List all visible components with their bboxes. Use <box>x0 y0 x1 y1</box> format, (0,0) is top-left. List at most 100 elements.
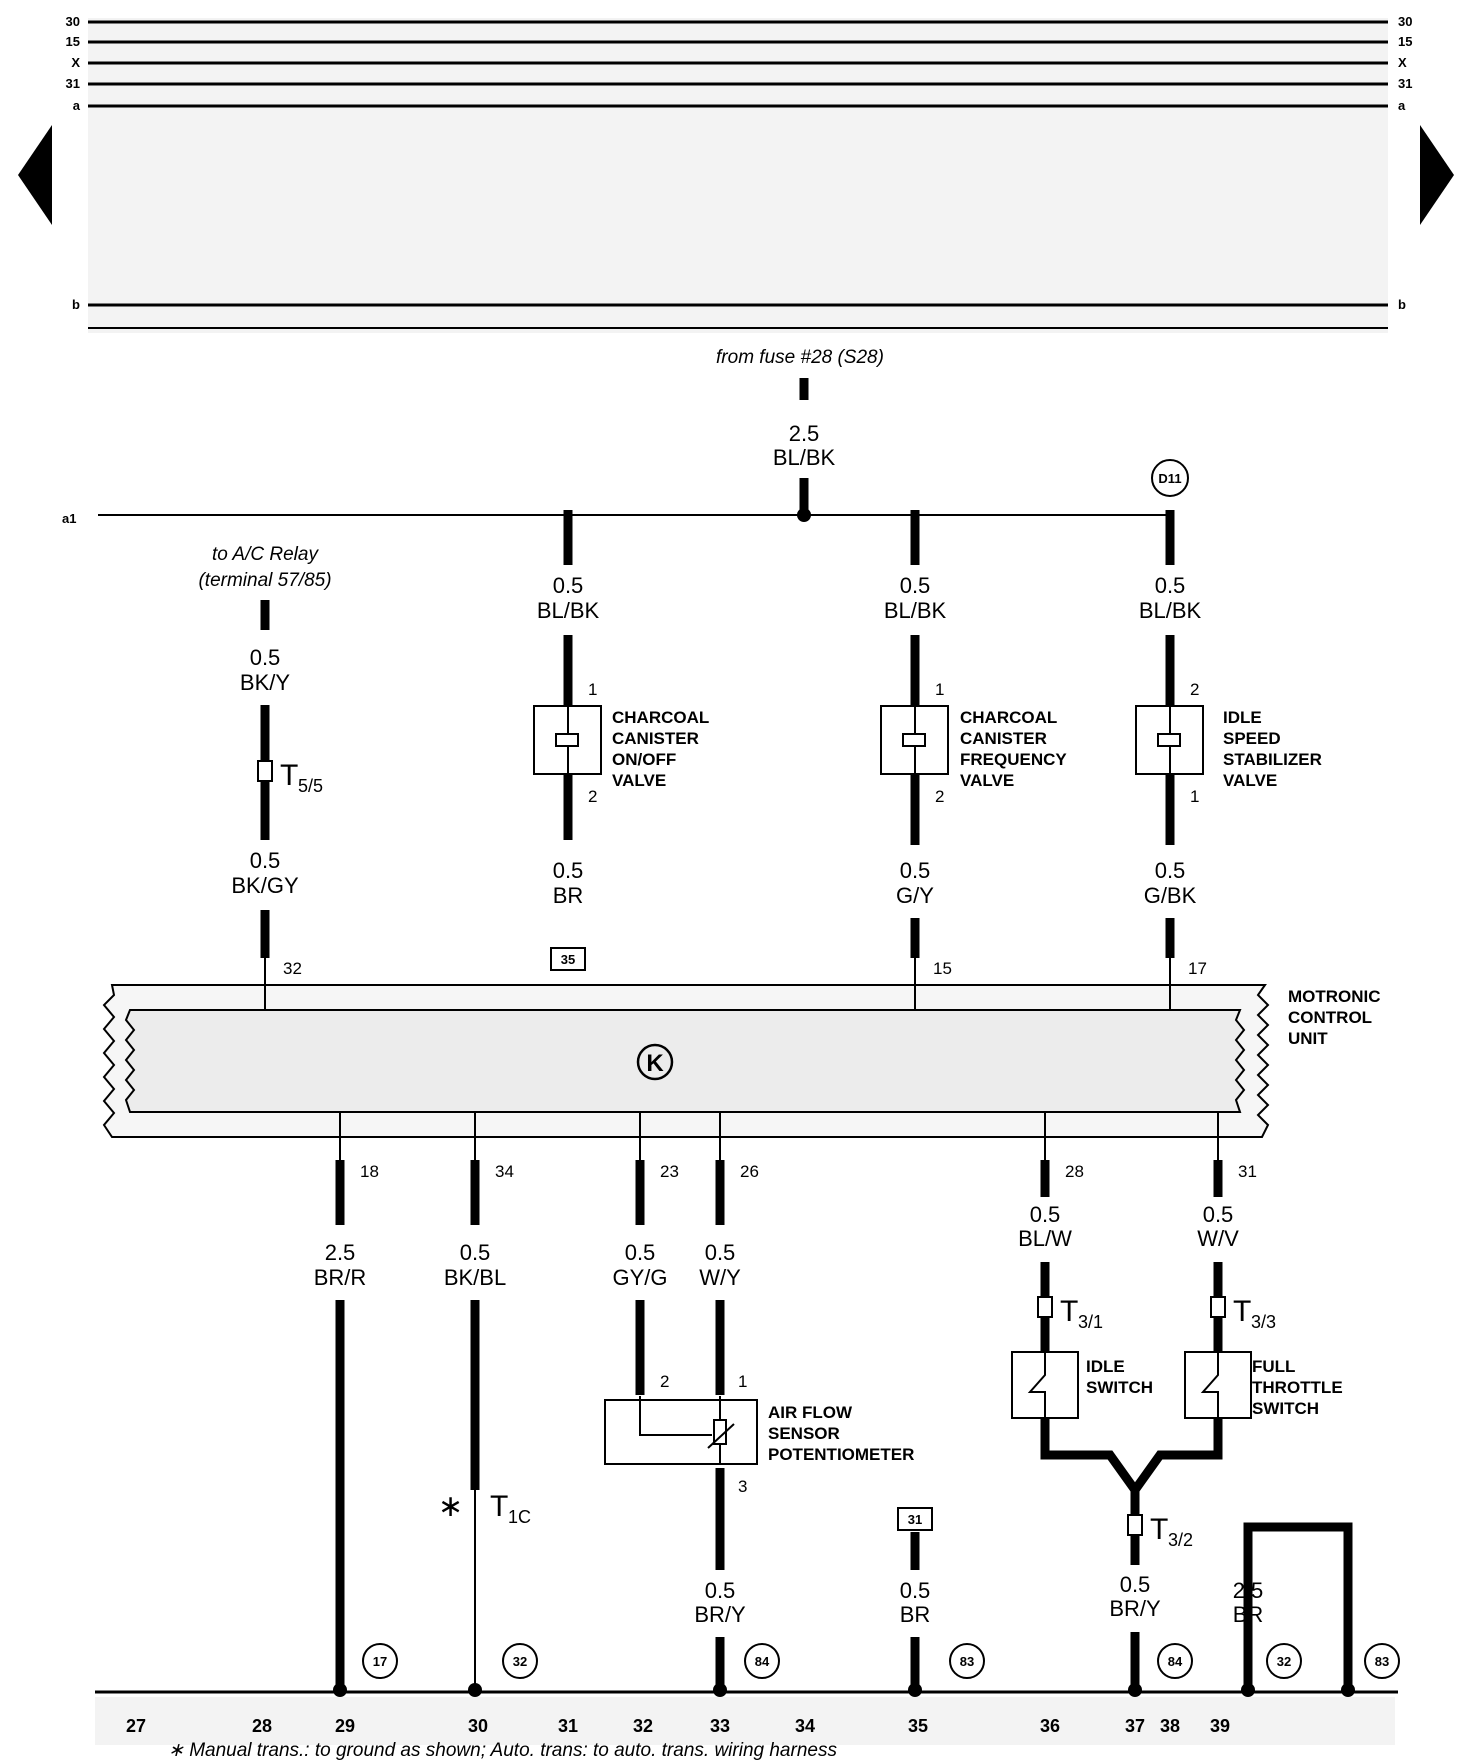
is-gauge-bottom: 0.5 <box>1155 858 1186 883</box>
t55-sub: 5/5 <box>298 776 323 796</box>
ref-circle-84b-label: 84 <box>1168 1654 1183 1669</box>
ref-box-31 <box>897 1507 933 1531</box>
ecu-k-circle <box>636 1043 674 1081</box>
afs-color: BR/Y <box>694 1602 746 1627</box>
cc1-pin-2: 2 <box>588 787 597 806</box>
w31-color: W/V <box>1197 1226 1239 1251</box>
afs-pin-2: 2 <box>660 1372 669 1391</box>
charcoal-onoff-valve-solenoid-icon <box>555 733 579 747</box>
ref-circle-84a-label: 84 <box>755 1654 770 1669</box>
a1-label: a1 <box>62 511 76 526</box>
g31-color: BR <box>900 1602 931 1627</box>
cc1-color-bottom: BR <box>553 883 584 908</box>
is-color-top: BL/BK <box>1139 598 1202 623</box>
w31-gauge: 0.5 <box>1203 1202 1234 1227</box>
afs-pin-3: 3 <box>738 1477 747 1496</box>
column-34: 34 <box>795 1716 815 1736</box>
column-36: 36 <box>1040 1716 1060 1736</box>
sw-gauge: 0.5 <box>1120 1572 1151 1597</box>
ac-wire-color-2: BK/GY <box>231 873 299 898</box>
cc2-pin-2: 2 <box>935 787 944 806</box>
column-37: 37 <box>1125 1716 1145 1736</box>
full-throttle-switch-contact-icon <box>1200 1352 1219 1418</box>
air-flow-name-2: SENSOR <box>768 1424 840 1443</box>
t32-label: T <box>1150 1513 1168 1546</box>
ecu-pin-26: 26 <box>740 1162 759 1181</box>
ecu-pin-15: 15 <box>933 959 952 978</box>
afs-wiper-lead <box>639 1396 712 1436</box>
page-next-arrow-icon[interactable] <box>1420 125 1454 225</box>
w23-color: GY/G <box>612 1265 667 1290</box>
bus-strip: 30 15 X 31 a b 30 15 X 31 a b <box>18 14 1454 333</box>
ecu-pin-18: 18 <box>360 1162 379 1181</box>
ground-bridge-wire <box>1243 1522 1353 1690</box>
ecu-pin-32: 32 <box>283 959 302 978</box>
charcoal-frequency-name-2: CANISTER <box>960 729 1047 748</box>
t55-label: T <box>280 759 298 792</box>
ecu-pin-34: 34 <box>495 1162 514 1181</box>
bus-label-right-x: X <box>1398 55 1407 70</box>
g31-junction-dot <box>908 1683 922 1697</box>
cc1-gauge-top: 0.5 <box>553 573 584 598</box>
ac-relay-note-1: to A/C Relay <box>212 544 319 565</box>
gr-color: BR <box>1233 1602 1264 1627</box>
charcoal-frequency-valve-solenoid-icon <box>902 733 926 747</box>
w26-color: W/Y <box>699 1265 741 1290</box>
column-35: 35 <box>908 1716 928 1736</box>
t33-label: T <box>1233 1295 1251 1328</box>
bus-label-right-b: b <box>1398 297 1406 312</box>
ref-circle-32b <box>1266 1643 1302 1679</box>
ac-wire-gauge-1: 0.5 <box>250 645 281 670</box>
a1-junction-dot <box>797 508 811 522</box>
from-fuse-note: from fuse #28 (S28) <box>716 347 884 368</box>
bus-label-left-30: 30 <box>66 14 80 29</box>
ref-circle-84b <box>1157 1643 1193 1679</box>
ref-box-35 <box>550 947 586 971</box>
full-throttle-name-3: SWITCH <box>1252 1399 1319 1418</box>
idle-speed-name-3: STABILIZER <box>1223 750 1322 769</box>
idle-switch-name-1: IDLE <box>1086 1357 1125 1376</box>
ecu-pin-23: 23 <box>660 1162 679 1181</box>
ecu-k-label: K <box>646 1050 664 1077</box>
motronic-control-unit: K MOTRONIC CONTROL UNIT <box>102 958 1381 1138</box>
charcoal-onoff-name-4: VALVE <box>612 771 666 790</box>
full-throttle-name-1: FULL <box>1252 1357 1295 1376</box>
w18-junction-dot <box>333 1683 347 1697</box>
bus-label-right-a: a <box>1398 98 1406 113</box>
ecu-pin-17: 17 <box>1188 959 1207 978</box>
cc2-gauge-top: 0.5 <box>900 573 931 598</box>
gr-left-junction-dot <box>1241 1683 1255 1697</box>
afs-gauge: 0.5 <box>705 1578 736 1603</box>
w23-gauge: 0.5 <box>625 1240 656 1265</box>
column-30: 30 <box>468 1716 488 1736</box>
w18-color: BR/R <box>314 1265 367 1290</box>
bus-label-left-x: X <box>71 55 80 70</box>
fuse-wire-color: BL/BK <box>773 445 836 470</box>
motronic-name-3: UNIT <box>1288 1029 1328 1048</box>
w34-gauge: 0.5 <box>460 1240 491 1265</box>
ref-box-35-label: 35 <box>561 952 575 967</box>
charcoal-frequency-name-1: CHARCOAL <box>960 708 1057 727</box>
charcoal-frequency-name-4: VALVE <box>960 771 1014 790</box>
idle-speed-valve-solenoid-icon <box>1157 733 1181 747</box>
g31-gauge: 0.5 <box>900 1578 931 1603</box>
w28-color: BL/W <box>1018 1226 1072 1251</box>
motronic-name-1: MOTRONIC <box>1288 987 1381 1006</box>
ref-circle-32a <box>502 1643 538 1679</box>
idle-speed-name-4: VALVE <box>1223 771 1277 790</box>
gr-right-junction-dot <box>1341 1683 1355 1697</box>
column-39: 39 <box>1210 1716 1230 1736</box>
page-prev-arrow-icon[interactable] <box>18 125 52 225</box>
column-28: 28 <box>252 1716 272 1736</box>
cc1-gauge-bottom: 0.5 <box>553 858 584 883</box>
t31-sub: 3/1 <box>1078 1312 1103 1332</box>
bus-label-left-a: a <box>73 98 81 113</box>
t32-connector-icon <box>1127 1514 1143 1536</box>
ecu-pin-31: 31 <box>1238 1162 1257 1181</box>
idle-switch-output-wire <box>1040 1418 1139 1493</box>
charcoal-onoff-name-2: CANISTER <box>612 729 699 748</box>
ref-circle-83b-label: 83 <box>1375 1654 1389 1669</box>
cc2-color-bottom: G/Y <box>896 883 934 908</box>
is-color-bottom: G/BK <box>1144 883 1197 908</box>
afs-junction-dot <box>713 1683 727 1697</box>
